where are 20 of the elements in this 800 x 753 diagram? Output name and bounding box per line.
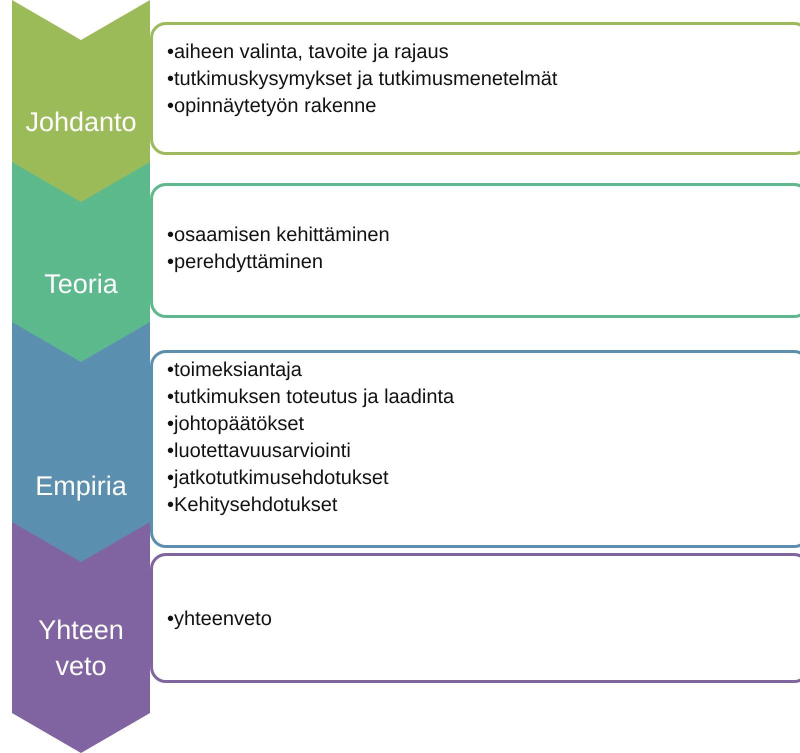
stage-label: Johdanto [24,106,138,139]
list-item: •tutkimuskysymykset ja tutkimusmenetelmät [167,67,558,92]
list-item: •aiheen valinta, tavoite ja rajaus [167,40,450,65]
list-item: •johtopäätökset [167,412,306,437]
stage-label: Yhteen veto [37,614,125,683]
stage-label: Empiria [34,470,128,503]
list-item: •Kehitysehdotukset [167,493,338,518]
list-item: •yhteenveto [167,607,273,632]
list-item: •jatkotutkimusehdotukset [167,466,390,491]
content-panel [150,183,800,318]
list-item: •opinnäytetyön rakenne [167,94,378,119]
stage-label: Teoria [43,268,119,301]
content-panel [150,22,800,155]
list-item: •perehdyttäminen [167,250,324,275]
list-item: •osaamisen kehittäminen [167,223,391,248]
content-panel [150,350,800,548]
list-item: •toimeksiantaja [167,358,303,383]
list-item: •tutkimuksen toteutus ja laadinta [167,385,456,410]
content-panel [150,553,800,683]
list-item: •luotettavuusarviointi [167,439,352,464]
